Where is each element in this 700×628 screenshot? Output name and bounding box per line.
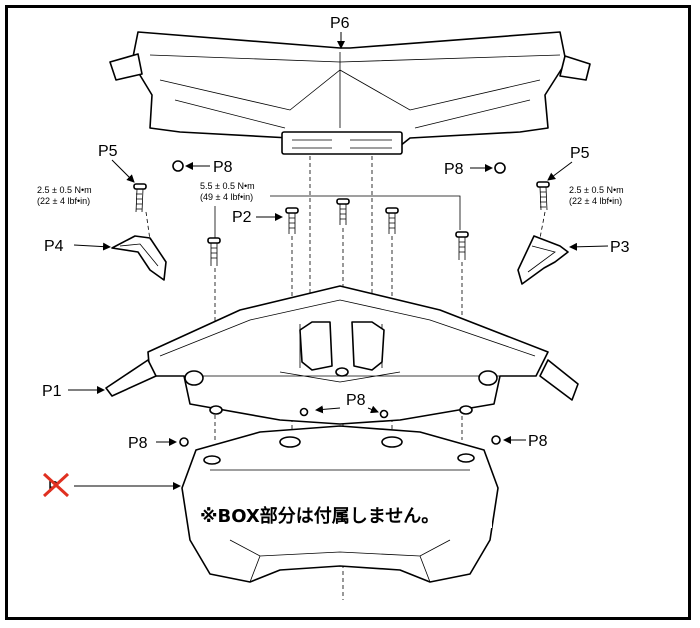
note-background — [196, 500, 492, 528]
torque-left-line1: 2.5 ± 0.5 N•m — [37, 185, 92, 195]
label-p8-right-top: P8 — [444, 161, 464, 178]
p8-washer-center-right — [379, 409, 389, 419]
torque-center-line1: 5.5 ± 0.5 N•m — [200, 181, 255, 191]
p1-base-plate — [105, 285, 579, 425]
label-p6: P6 — [330, 15, 350, 32]
label-p5-left: P5 — [98, 143, 118, 160]
p8-washer-center-left — [299, 407, 309, 417]
label-p4: P4 — [44, 238, 64, 255]
p8-washer-right-top — [470, 162, 506, 174]
p8-washer-left-low — [179, 437, 189, 447]
label-p5-right: P5 — [570, 145, 590, 162]
p5-screw-right — [536, 181, 550, 211]
red-cross-mark — [42, 472, 70, 498]
torque-right-line2: (22 ± 4 lbf•in) — [569, 196, 622, 206]
label-p2: P2 — [232, 209, 252, 226]
torque-right-line1: 2.5 ± 0.5 N•m — [569, 185, 624, 195]
label-p8-right-low: P8 — [528, 433, 548, 450]
p2-bolts — [207, 198, 469, 266]
p4-side-cover — [111, 235, 167, 281]
label-p8-center: P8 — [346, 392, 366, 409]
label-p8-left-top: P8 — [213, 159, 233, 176]
label-p3: P3 — [610, 239, 630, 256]
p3-side-cover — [517, 235, 569, 285]
p8-washer-right-low — [491, 435, 501, 445]
note-box-not-included: ※BOX部分は付属しません。 — [200, 505, 439, 527]
label-p8-left-low: P8 — [128, 435, 148, 452]
torque-left-line2: (22 ± 4 lbf•in) — [37, 196, 90, 206]
p8-washer-left-top — [172, 160, 210, 172]
p5-screw-left — [133, 183, 147, 213]
p6-rear-spoiler-part — [109, 31, 591, 155]
torque-center-line2: (49 ± 4 lbf•in) — [200, 192, 253, 202]
label-p1: P1 — [42, 383, 62, 400]
